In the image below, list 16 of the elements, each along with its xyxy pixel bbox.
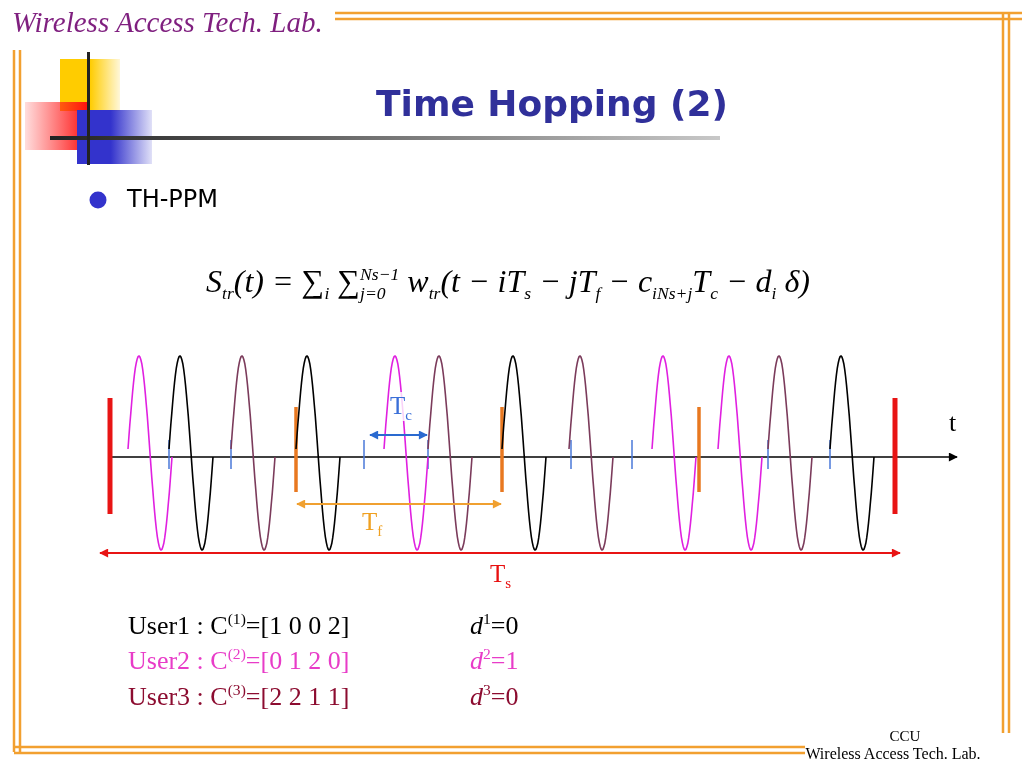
delay-value: d$^{3}$=0 xyxy=(470,682,519,712)
bullet-text: TH-PPM xyxy=(127,186,219,214)
code-sequence: User2 : C$^{(2)}$=[0 1 2 0] xyxy=(128,646,350,676)
slide-title: Time Hopping (2) xyxy=(376,83,728,125)
university-name: CCU xyxy=(889,728,921,746)
lab-name: Wireless Access Tech. Lab. xyxy=(805,745,981,764)
formula: S$_{tr}$(t) = ∑$_{i}$ ∑$_{j=0}$$^{Ns−1}$ w$_{tr}$(t − iT$_{s}$ − jT$_{f}$ − c$_{iNs+j}$T$_{c}$ − d$_{i}$ δ) xyxy=(205,262,811,306)
code-sequence: User1 : C$^{(1)}$=[1 0 0 2] xyxy=(128,611,350,641)
dimension-label: T$_{f}$ xyxy=(362,508,383,537)
delay-value: d$^{1}$=0 xyxy=(470,611,519,641)
code-sequence: User3 : C$^{(3)}$=[2 2 1 1] xyxy=(128,682,350,712)
lab-name: Wireless Access Tech. Lab. xyxy=(12,6,323,40)
delay-value: d$^{2}$=1 xyxy=(470,646,519,676)
dimension-label: T$_{s}$ xyxy=(490,560,512,589)
dimension-label: T$_{c}$ xyxy=(390,392,412,421)
axis-label: t xyxy=(949,408,957,438)
